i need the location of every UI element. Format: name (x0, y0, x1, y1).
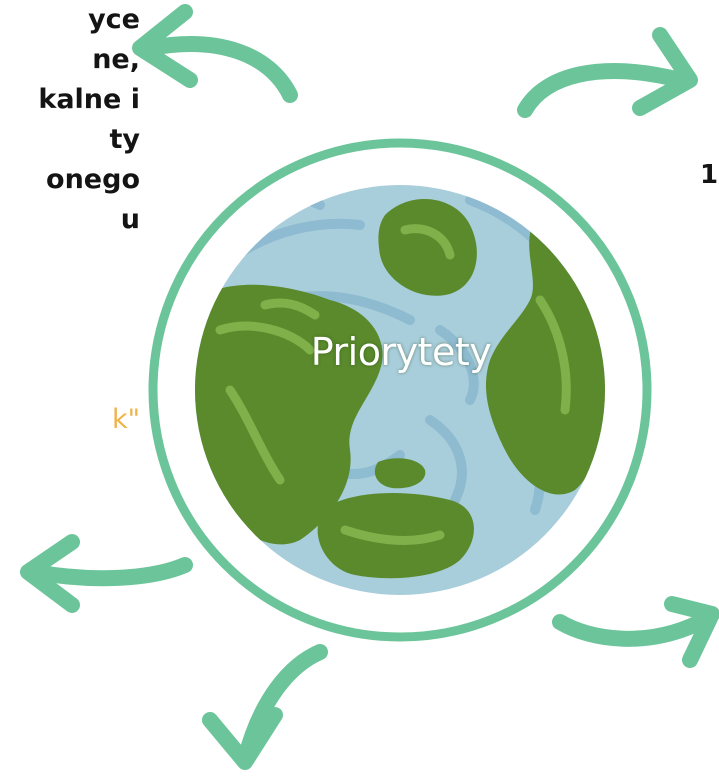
highlight-text-line: k" (111, 404, 140, 435)
outer-ring (148, 138, 652, 642)
curved-arrow-icon (552, 596, 719, 668)
right-text-fragment: 1 (700, 160, 719, 190)
curved-arrow-icon (132, 4, 298, 103)
text-line: ne, (92, 44, 140, 75)
curved-arrow-icon (202, 644, 328, 770)
text-line: onego (46, 164, 140, 195)
text-line: kalne i (38, 84, 140, 115)
curved-arrow-icon (20, 534, 193, 613)
globe-icon (195, 185, 605, 595)
text-line: u (120, 204, 140, 235)
left-text-fragment: yce ne, kalne i ty onego u . . . . k" (0, 0, 140, 440)
text-line: ty (109, 124, 140, 155)
text-line: yce (88, 4, 140, 35)
curved-arrow-icon (517, 27, 698, 118)
center-label: Priorytety (310, 330, 492, 374)
